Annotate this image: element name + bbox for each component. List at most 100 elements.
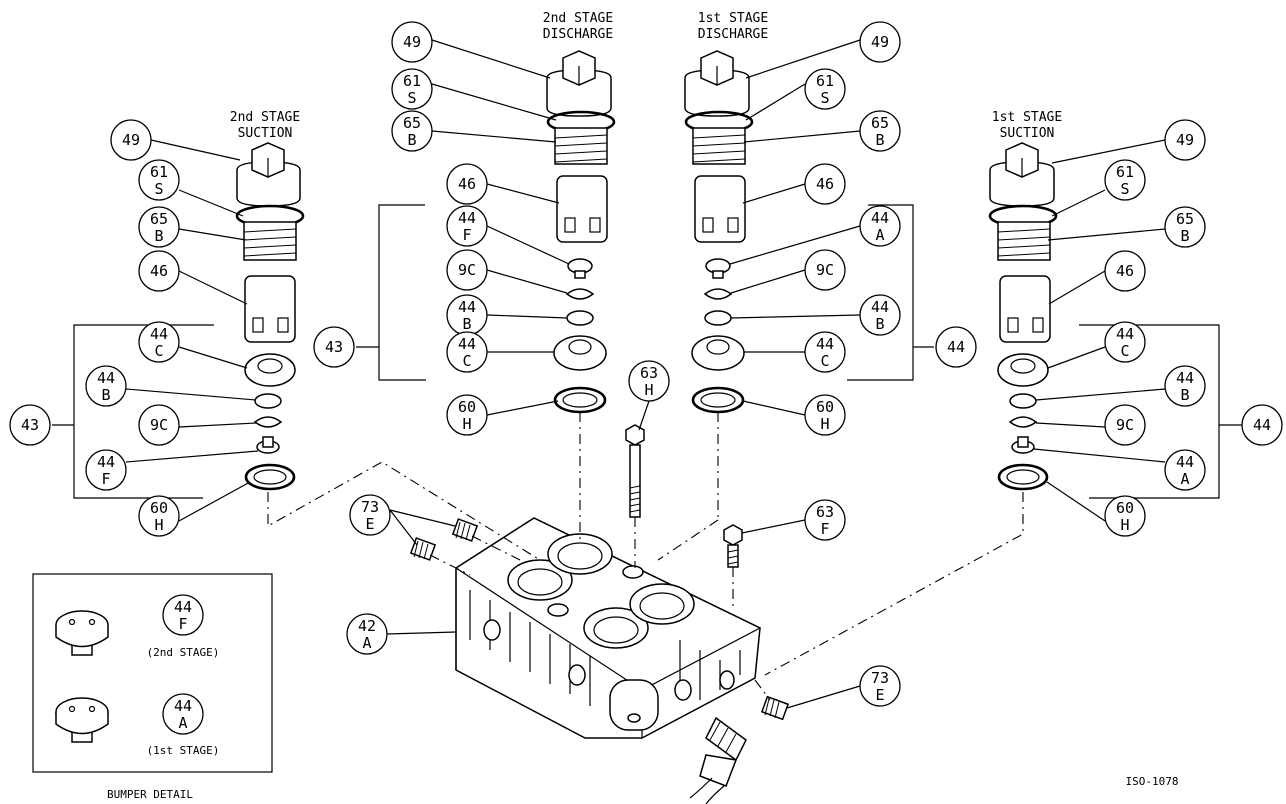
callout-label-c46_r-0: 46 [1116,262,1134,280]
callout-balloon-c44b_l: 44B [85,365,127,407]
callout-label-c61s_l-1: S [154,180,163,198]
callout-balloon-c61s_mr: 61S [804,68,846,110]
callout-label-c60h_l-0: 60 [150,499,168,517]
callout-label-c60h_ml-1: H [462,415,471,433]
leader-line-c49_r [1051,139,1166,164]
leader-line-c44b_l [125,388,257,401]
callout-label-c61s_r-1: S [1120,180,1129,198]
gasket-60h-mid-right [691,386,745,414]
callout-label-c9c_l-0: 9C [150,416,168,434]
callout-balloon-c46_l: 46 [138,250,180,292]
callout-label-c44f_d-0: 44 [174,598,192,616]
bracket-44-right [1079,324,1242,499]
leader-line-c44f_l [125,450,259,463]
callout-label-c44a_mr-0: 44 [871,209,889,227]
callout-balloon-c9c_r: 9C [1104,404,1146,446]
leader-line-c44a_r [1033,448,1166,463]
callout-label-c49_l-0: 49 [122,131,140,149]
callout-label-c44c_mr-0: 44 [816,335,834,353]
callout-label-c44f_l-1: F [101,470,110,488]
callout-label-c60h_mr-0: 60 [816,398,834,416]
leader-line-c65b_mr [743,130,861,143]
callout-balloon-c49_ml: 49 [391,21,433,63]
hose-fitting [689,716,747,804]
callout-balloon-c43_ml: 43 [313,326,355,368]
plug-49-right [989,142,1055,207]
callout-label-c73e_b-1: E [875,686,884,704]
backup-ring-65b-left [243,221,297,261]
callout-label-c42a-0: 42 [358,617,376,635]
gasket-60h-right [997,463,1049,491]
leader-line-c61s_ml [431,83,557,121]
stage-label-2nd-discharge: 2nd STAGE DISCHARGE [543,11,613,42]
callout-label-c9c_r-0: 9C [1116,416,1134,434]
callout-label-c44c_r-1: C [1120,342,1129,360]
leader-line-c60h_r [1046,481,1106,522]
stage-label-1st-discharge: 1st STAGE DISCHARGE [698,11,768,42]
leader-line-c44c_l [178,346,248,369]
callout-label-c9c_ml-0: 9C [458,261,476,279]
callout-label-c44a_r-1: A [1180,470,1189,488]
valve-seat-44c-right [997,353,1049,387]
callout-balloon-c44c_mr: 44C [804,331,846,373]
callout-label-c46_ml-0: 46 [458,175,476,193]
leader-line-c44b_mr [730,314,861,319]
callout-label-c60h_mr-1: H [820,415,829,433]
callout-label-c61s_mr-1: S [820,89,829,107]
callout-label-c63h-1: H [644,381,653,399]
callout-balloon-c44a_mr: 44A [859,205,901,247]
backup-ring-65b-mid-left [554,127,608,165]
callout-label-c65b_l-1: B [154,227,163,245]
spring-9c-right [1008,416,1038,428]
bumper-detail-box [32,573,273,773]
callout-label-c44c_ml-0: 44 [458,335,476,353]
callout-label-c44b_r-1: B [1180,386,1189,404]
callout-label-c61s_r-0: 61 [1116,163,1134,181]
callout-balloon-c49_l: 49 [110,119,152,161]
callout-label-c44_mr-0: 44 [947,338,965,356]
callout-label-c42a-1: A [362,634,371,652]
callout-label-c44a_r-0: 44 [1176,453,1194,471]
callout-balloon-c44_r: 44 [1241,404,1283,446]
callout-label-c44a_mr-1: A [875,226,884,244]
note-2nd-stage: (2nd STAGE) [147,646,220,659]
valve-cage-46-mid-right [694,175,746,243]
callout-label-c73e_t-0: 73 [361,498,379,516]
washer-44b-mid-left [566,310,594,326]
leader-line-c49_mr [745,39,861,79]
centerlines [267,412,1024,701]
callout-balloon-c9c_mr: 9C [804,249,846,291]
callout-balloon-c46_mr: 46 [804,163,846,205]
callout-label-c44f_l-0: 44 [97,453,115,471]
drawing-number: ISO-1078 [1126,775,1179,788]
bracket-43-left [52,324,214,499]
callout-balloon-c44_mr: 44 [935,326,977,368]
valve-cage-46-mid-left [556,175,608,243]
washer-44b-right [1009,393,1037,409]
callout-label-c44a_d-0: 44 [174,697,192,715]
callout-label-c63h-0: 63 [640,364,658,382]
callout-balloon-c44f_l: 44F [85,449,127,491]
leader-line-c44b_ml [486,314,568,319]
leader-line-c61s_mr [745,83,806,121]
callout-balloon-c63h: 63H [628,360,670,402]
callout-label-c65b_ml-1: B [407,131,416,149]
callout-label-c60h_l-1: H [154,516,163,534]
callout-label-c44f_d-1: F [178,615,187,633]
callout-balloon-c44f_d: 44F [162,594,204,636]
callout-balloon-c44b_r: 44B [1164,365,1206,407]
washer-44b-mid-right [704,310,732,326]
callout-label-c44b_r-0: 44 [1176,369,1194,387]
callout-label-c44c_l-0: 44 [150,325,168,343]
leader-line-c63f [741,519,806,534]
callout-label-c46_l-0: 46 [150,262,168,280]
valve-seat-44c-left [244,353,296,387]
callout-label-c61s_l-0: 61 [150,163,168,181]
leader-line-c60h_ml [486,400,559,416]
callout-balloon-c65b_mr: 65B [859,110,901,152]
svg-text:SUCTION: SUCTION [1000,126,1055,141]
callout-label-c44b_ml-1: B [462,315,471,333]
callout-label-c65b_mr-0: 65 [871,114,889,132]
callout-balloon-c73e_b: 73E [859,665,901,707]
